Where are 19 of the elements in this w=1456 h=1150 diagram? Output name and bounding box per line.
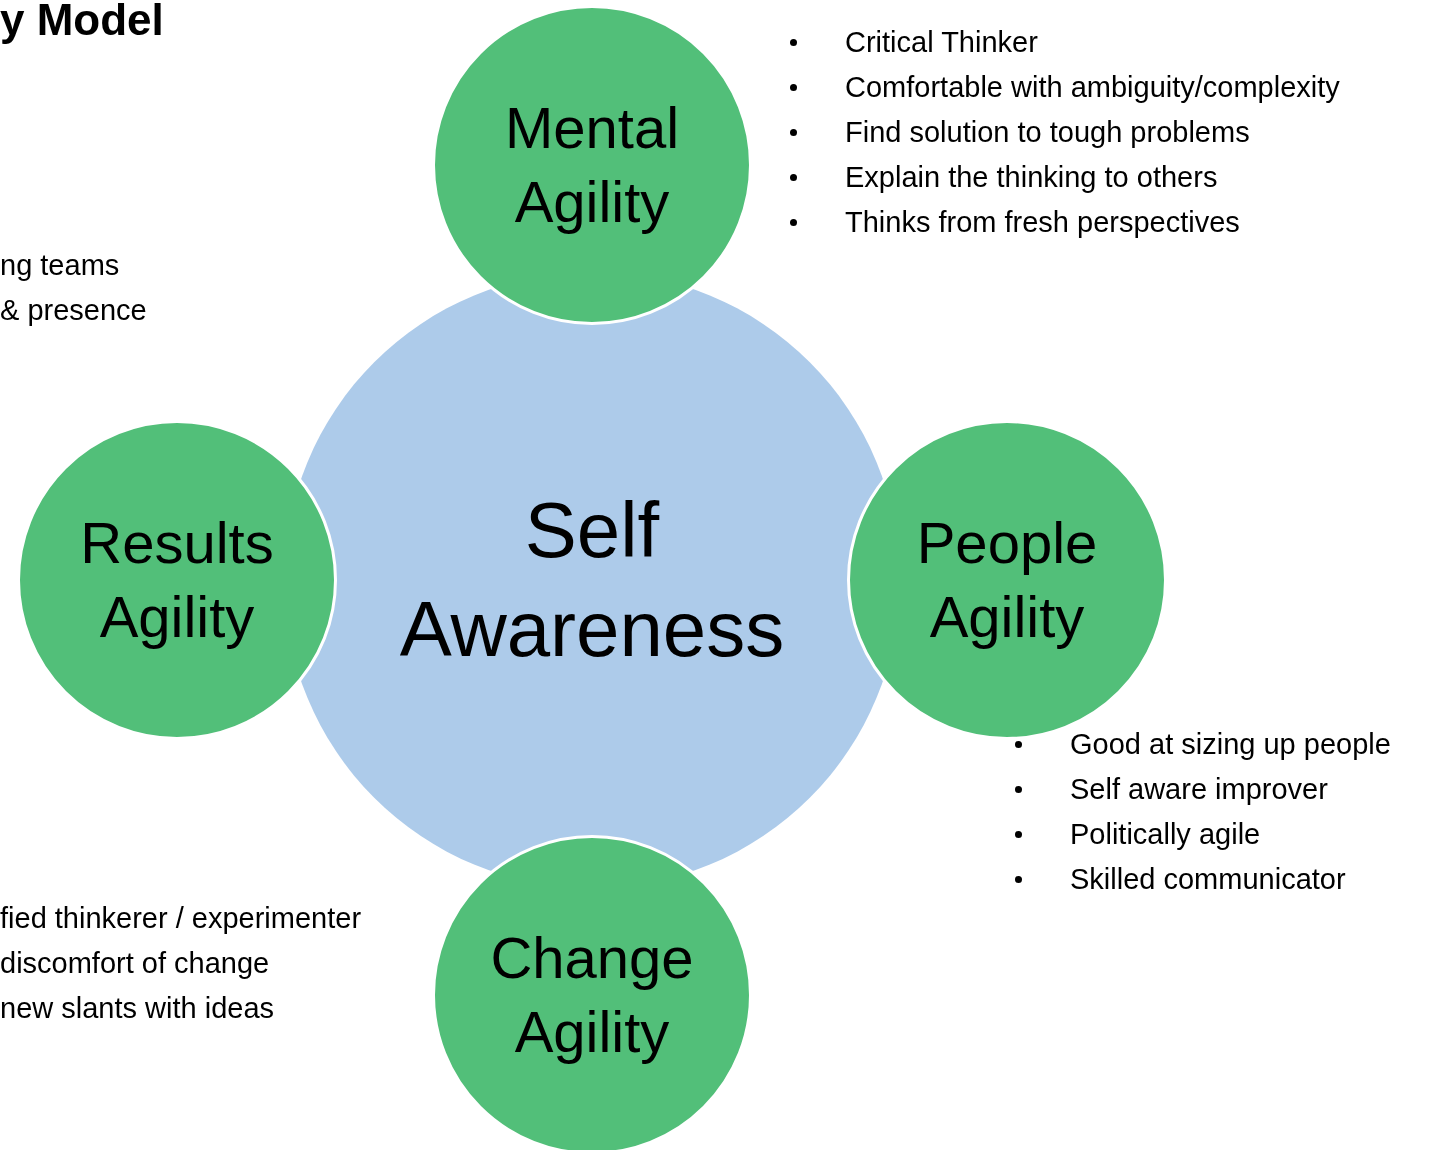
bullet-text: Critical Thinker: [845, 25, 1038, 60]
circle-label: Mental Agility: [503, 94, 681, 236]
bullet-text: Find solution to tough problems: [845, 115, 1250, 150]
bullet-text: Self aware improver: [1070, 772, 1328, 807]
list-text: discomfort of change: [0, 946, 270, 981]
bullet-text: Thinks from fresh perspectives: [845, 205, 1240, 240]
bullet-text: Skilled communicator: [1070, 862, 1346, 897]
bullet-text: Explain the thinking to others: [845, 160, 1218, 195]
list-text: & presence: [0, 293, 147, 328]
circle-label: Results Agility: [79, 509, 275, 651]
bullet-text: Politically agile: [1070, 817, 1261, 852]
list-text: new slants with ideas: [0, 991, 275, 1026]
bullet-text: Good at sizing up people: [1070, 727, 1391, 762]
list-text: fied thinkerer / experimenter: [0, 901, 362, 936]
circle-label: People Agility: [915, 509, 1099, 651]
bullet-text: Comfortable with ambiguity/complexity: [845, 70, 1340, 105]
list-text: ng teams: [0, 248, 120, 283]
circle-label: Change Agility: [489, 924, 695, 1066]
circle-label: Self Awareness: [398, 484, 786, 675]
